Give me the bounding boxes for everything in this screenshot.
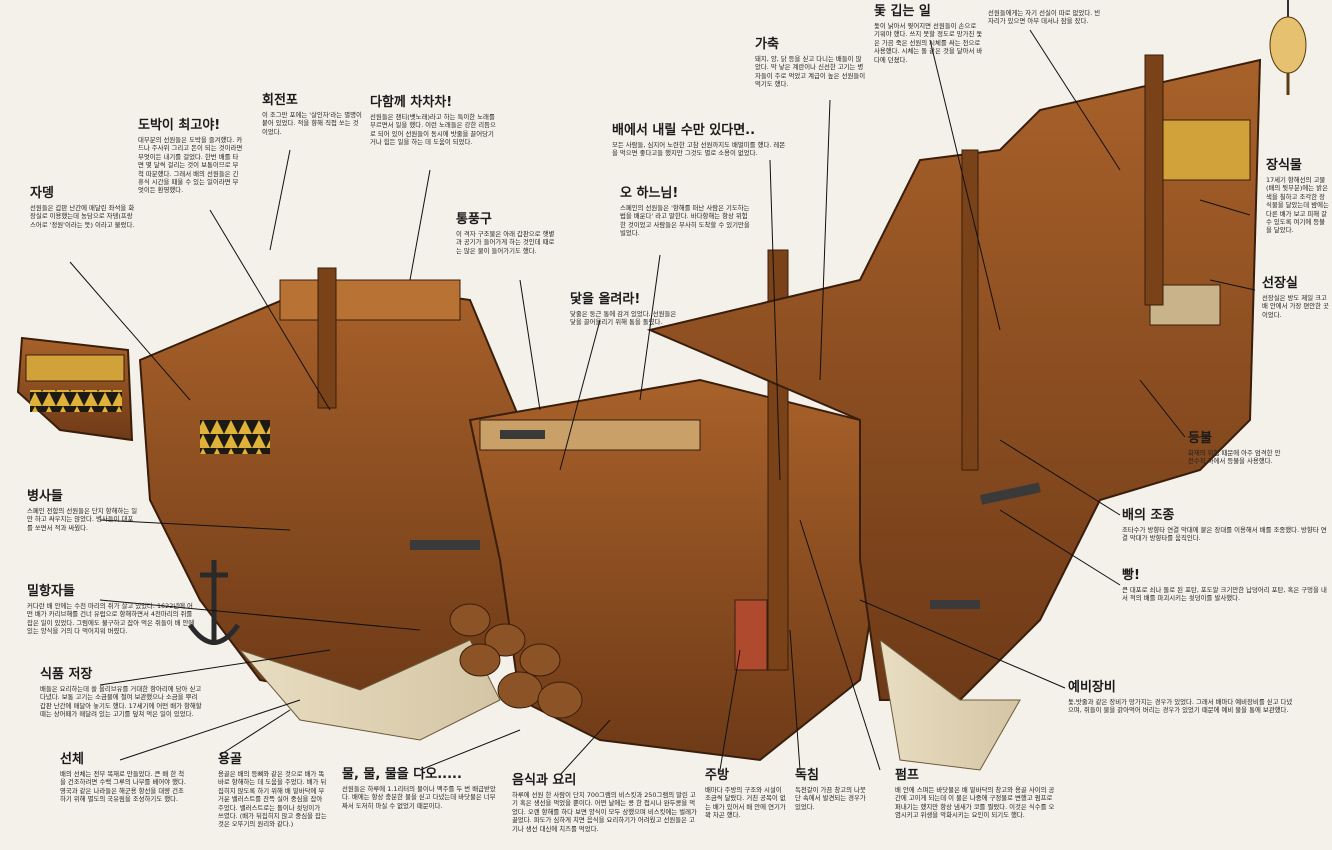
annotation-text: 커다란 배 안에는 수천 마리의 쥐가 살고 있었다. 1622년에 어떤 배가… xyxy=(27,602,195,636)
annotation-text: 이 격자 구조물은 아래 갑판으로 햇볕과 공기가 들어가게 하는 것인데 때로… xyxy=(456,230,555,255)
annotation-tongpunggu: 통풍구 이 격자 구조물은 아래 갑판으로 햇볕과 공기가 들어가게 하는 것인… xyxy=(456,212,556,255)
annotation-title: 식품 저장 xyxy=(40,667,93,682)
annotation-title: 회전포 xyxy=(262,93,298,108)
annotation-text: 돼지, 양, 닭 등을 싣고 다니는 배들이 많았다. 막 낳은 계란이나 신선… xyxy=(755,55,866,89)
annotation-title: 돛 깁는 일 xyxy=(874,4,931,19)
foremast-stump xyxy=(317,267,337,409)
stern-lantern-icon xyxy=(1269,0,1307,95)
annotation-text: 닻줄은 둥근 통에 감겨 있었다. 선원들은 닻을 끌어올리기 위해 통을 돌렸… xyxy=(570,310,677,327)
annotation-text: 배의 선체는 전부 목재로 만들었다. 큰 배 한 척을 건조하려면 수백 그루… xyxy=(60,770,186,804)
sterncastle-ornament xyxy=(1149,119,1251,181)
annotation-title: 독침 xyxy=(795,768,819,783)
annotation-dat: 닻을 올려라! 닻줄은 둥근 통에 감겨 있었다. 선원들은 닻을 끌어올리기 … xyxy=(570,292,682,327)
annotation-text: 독전갈이 가끔 창고의 나뭇단 속에서 발견되는 경우가 있었다. xyxy=(795,786,866,811)
annotation-jojong: 배의 조종 조타수가 방향타 연결 막대에 붙은 장대를 이용해서 배를 조종했… xyxy=(1122,508,1330,543)
annotation-title: 용골 xyxy=(218,752,242,767)
rear-mast xyxy=(1144,54,1164,306)
annotation-text: 선장실은 방도 제일 크고 배 안에서 가장 편안한 곳이었다. xyxy=(1262,294,1329,319)
bow-ornament xyxy=(16,336,134,442)
annotation-mul: 물, 물, 물을 다오..... 선원들은 하루에 1.1리터의 물이나 맥주를… xyxy=(342,767,500,810)
annotation-jadeng: 자뎅 선원들은 갑판 난간에 매달린 좌석을 화장실로 이용했는데 농담으로 자… xyxy=(30,186,138,229)
annotation-text: 스페인의 선원들은 '항해를 떠난 사람은 기도하는 법을 배운다' 라고 말한… xyxy=(620,204,750,238)
annotation-dahamkke: 다함께 차차차! 선원들은 챈티(뱃노래)라고 하는 특이한 노래를 부르면서 … xyxy=(370,95,498,147)
annotation-title: 다함께 차차차! xyxy=(370,95,453,110)
annotation-title: 오 하느님! xyxy=(620,186,679,201)
annotation-jangsikmul: 장식물 17세기 항해선의 고물(배의 뒷부분)에는 밝은 색을 칠하고 조각한… xyxy=(1266,158,1330,235)
annotation-top: 선원들에게는 자기 선실이 따로 없었다. 빈 자리가 있으면 아무 데서나 잠… xyxy=(988,6,1103,26)
galley-brick-oven xyxy=(734,599,768,671)
forecastle-checks xyxy=(200,420,270,454)
annotation-text: 이 조그만 포에는 '살인자'라는 별명이 붙어 있었다. 적을 향해 직접 쏘… xyxy=(262,111,362,136)
annotation-title: 밀항자들 xyxy=(27,584,75,599)
annotation-title: 예비장비 xyxy=(1068,680,1116,695)
annotation-hoejeonpo: 회전포 이 조그만 포에는 '살인자'라는 별명이 붙어 있었다. 적을 향해 … xyxy=(262,93,362,136)
annotation-text: 하루에 선원 한 사람이 단지 700그램의 비스킷과 250그램의 말린 고기… xyxy=(512,791,697,833)
annotation-title: 가축 xyxy=(755,37,779,52)
annotation-title: 통풍구 xyxy=(456,212,492,227)
annotation-text: 선원들에게는 자기 선실이 따로 없었다. 빈 자리가 있으면 아무 데서나 잠… xyxy=(988,9,1101,26)
barrels xyxy=(449,603,583,719)
annotation-jubang: 주방 배마다 주방의 구조와 시설이 조금씩 달랐다. 거친 공목이 없는 배가… xyxy=(705,768,787,820)
annotation-dokchim: 독침 독전갈이 가끔 창고의 나뭇단 속에서 발견되는 경우가 있었다. xyxy=(795,768,867,811)
annotation-text: 배 안에 스며든 바닷물은 배 밑바닥의 창고와 용골 사이의 공간에 고이게 … xyxy=(895,786,1055,820)
annotation-title: 장식물 xyxy=(1266,158,1302,173)
annotation-title: 선체 xyxy=(60,752,84,767)
annotation-text: 모든 사람들, 심지어 노련한 고참 선원까지도 배멀미를 했다. 레몬을 먹으… xyxy=(612,141,786,158)
mizzenmast xyxy=(961,149,979,471)
annotation-text: 돛이 낡아서 찢어지면 선원들이 손으로 기워야 했다. 쓰지 못할 정도로 망… xyxy=(874,22,983,64)
annotation-seonche: 선체 배의 선체는 전부 목재로 만들었다. 큰 배 한 척을 건조하려면 수백… xyxy=(60,752,188,804)
annotation-title: 자뎅 xyxy=(30,186,54,201)
annotation-baeeseo: 배에서 내릴 수만 있다면.. 모든 사람들, 심지어 노련한 고참 선원까지도… xyxy=(612,123,787,158)
annotation-text: 배마다 주방의 구조와 시설이 조금씩 달랐다. 거친 공목이 없는 배가 있어… xyxy=(705,786,786,820)
annotation-text: 선원들은 챈티(뱃노래)라고 하는 특이한 노래를 부르면서 일을 했다. 이런… xyxy=(370,113,496,147)
annotation-dobak: 도박이 최고야! 대부분의 선원들은 도박을 즐겨했다. 카드나 주사위 그리고… xyxy=(138,118,243,195)
annotation-seonjangsil: 선장실 선장실은 방도 제일 크고 배 안에서 가장 편안한 곳이었다. xyxy=(1262,276,1330,319)
annotation-text: 선원들은 하루에 1.1리터의 물이나 맥주를 두 번 배급받았다. 배에는 항… xyxy=(342,785,496,810)
annotation-title: 배의 조종 xyxy=(1122,508,1175,523)
annotation-title: 빵! xyxy=(1122,568,1140,583)
annotation-deungbul: 등불 화재의 위험 때문에 아주 엄격한 안전수칙 하에서 등불을 사용했다. xyxy=(1188,431,1283,466)
annotation-ppang: 빵! 큰 대포로 쇠나 돌로 된 포탄, 포도알 크기만한 납덩어리 포탄, 혹… xyxy=(1122,568,1330,603)
annotation-yonggol: 용골 용골은 배의 등뼈와 같은 것으로 배가 똑바로 항해하는 데 도움을 주… xyxy=(218,752,328,829)
annotation-text: 용골은 배의 등뼈와 같은 것으로 배가 똑바로 항해하는 데 도움을 주었다.… xyxy=(218,770,327,829)
annotation-sikpum: 식품 저장 배들은 요리하는데 쓸 올리브유를 거대한 항아리에 담아 싣고 다… xyxy=(40,667,202,719)
bow-ornament-checks xyxy=(30,390,122,412)
annotation-peompeu: 펌프 배 안에 스며든 바닷물은 배 밑바닥의 창고와 용골 사이의 공간에 고… xyxy=(895,768,1055,820)
annotation-title: 배에서 내릴 수만 있다면.. xyxy=(612,123,756,138)
annotation-eumsik: 음식과 요리 하루에 선원 한 사람이 단지 700그램의 비스킷과 250그램… xyxy=(512,773,697,833)
annotation-byeongsa: 병사들 스페인 전함의 선원들은 단지 항해하는 일만 하고 싸우지는 않았다.… xyxy=(27,489,139,532)
annotation-title: 도박이 최고야! xyxy=(138,118,221,133)
annotation-text: 스페인 전함의 선원들은 단지 항해하는 일만 하고 싸우지는 않았다. 병사들… xyxy=(27,507,138,532)
annotation-text: 선원들은 갑판 난간에 매달린 좌석을 화장실로 이용했는데 농담으로 자뎅(프… xyxy=(30,204,135,229)
annotation-yebi: 예비장비 돛,밧줄과 같은 장비가 망가지는 경우가 있었다. 그래서 배마다 … xyxy=(1068,680,1293,715)
annotation-dot: 돛 깁는 일 돛이 낡아서 찢어지면 선원들이 손으로 기워야 했다. 쓰지 못… xyxy=(874,4,984,64)
annotation-title: 주방 xyxy=(705,768,729,783)
annotation-title: 등불 xyxy=(1188,431,1212,446)
annotation-ohananim: 오 하느님! 스페인의 선원들은 '항해를 떠난 사람은 기도하는 법을 배운다… xyxy=(620,186,750,238)
forecastle-deck xyxy=(279,279,461,321)
annotation-text: 대부분의 선원들은 도박을 즐겨했다. 카드나 주사위 그리고 돈이 되는 것이… xyxy=(138,136,243,195)
annotation-title: 음식과 요리 xyxy=(512,773,577,788)
annotation-text: 화재의 위험 때문에 아주 엄격한 안전수칙 하에서 등불을 사용했다. xyxy=(1188,449,1281,466)
bow-ornament-band xyxy=(25,354,125,382)
annotation-title: 선장실 xyxy=(1262,276,1298,291)
annotation-title: 물, 물, 물을 다오..... xyxy=(342,767,462,782)
annotation-text: 큰 대포로 쇠나 돌로 된 포탄, 포도알 크기만한 납덩어리 포탄, 혹은 구… xyxy=(1122,586,1327,603)
annotation-text: 돛,밧줄과 같은 장비가 망가지는 경우가 있었다. 그래서 배마다 예비장비를… xyxy=(1068,698,1293,715)
annotation-title: 병사들 xyxy=(27,489,63,504)
annotation-text: 배들은 요리하는데 쓸 올리브유를 거대한 항아리에 담아 싣고 다녔다. 보통… xyxy=(40,685,202,719)
annotation-text: 조타수가 방향타 연결 막대에 붙은 장대를 이용해서 배를 조종했다. 방향타… xyxy=(1122,526,1327,543)
annotation-title: 닻을 올려라! xyxy=(570,292,641,307)
annotation-gachuk: 가축 돼지, 양, 닭 등을 싣고 다니는 배들이 많았다. 막 낳은 계란이나… xyxy=(755,37,867,89)
annotation-text: 17세기 항해선의 고물(배의 뒷부분)에는 밝은 색을 칠하고 조각한 장식물… xyxy=(1266,176,1329,235)
annotation-milhang: 밀항자들 커다란 배 안에는 수천 마리의 쥐가 살고 있었다. 1622년에 … xyxy=(27,584,195,636)
annotation-title: 펌프 xyxy=(895,768,919,783)
